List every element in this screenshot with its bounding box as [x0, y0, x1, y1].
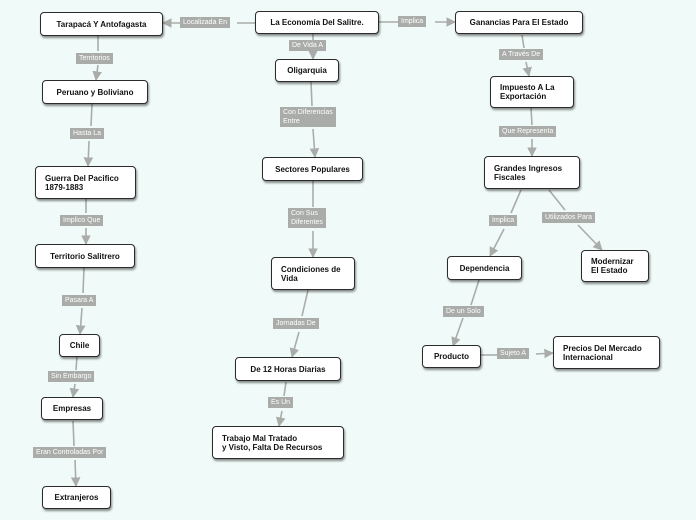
link-label-de-un-solo: De un Solo	[443, 306, 484, 317]
connector-producto-precios-b	[535, 348, 554, 359]
node-la-economia-del-salitre[interactable]: La Economía Del Salitre.	[255, 11, 379, 34]
connector-ingresos-modernizar-b	[577, 224, 603, 251]
node-producto[interactable]: Producto	[422, 345, 481, 368]
connector-territorio-chile-b	[75, 307, 86, 335]
connector-ingresos-modernizar-a	[548, 189, 566, 211]
link-label-es-un: Es Un	[268, 397, 294, 408]
connector-ganancias-impuesto-a	[521, 34, 525, 49]
node-chile[interactable]: Chile	[59, 334, 100, 357]
connector-impuesto-ingresos-a	[530, 107, 533, 126]
connector-empresas-extranjeros-a	[72, 420, 75, 447]
link-label-pasara-a: Pasara A	[62, 295, 97, 306]
connector-dependencia-producto-b	[451, 317, 464, 347]
link-label-a-traves-de: A Través De	[499, 49, 544, 60]
node-trabajo-mal-tratado[interactable]: Trabajo Mal Tratado y Visto, Falta De Re…	[212, 426, 344, 459]
connector-chile-empresas-b	[69, 383, 80, 398]
node-condiciones-de-vida[interactable]: Condiciones de Vida	[271, 257, 355, 290]
connector-ganancias-impuesto-b	[522, 61, 532, 77]
node-peruano-y-boliviano[interactable]: Peruano y Boliviano	[42, 80, 148, 104]
node-extranjeros[interactable]: Extranjeros	[42, 486, 111, 509]
node-de-12-horas-diarias[interactable]: De 12 Horas Diarias	[235, 357, 341, 381]
connector-condiciones-horas-b	[289, 331, 300, 358]
connector-condiciones-horas-a	[301, 289, 309, 317]
node-territorio-salitrero[interactable]: Territorio Salitrero	[35, 244, 135, 268]
node-grandes-ingresos-fiscales[interactable]: Grandes Ingresos Fiscales	[484, 156, 580, 189]
connector-horas-trabajo-a	[283, 381, 287, 397]
node-dependencia[interactable]: Dependencia	[447, 256, 522, 280]
node-ganancias-para-el-estado[interactable]: Ganancias Para El Estado	[455, 11, 583, 34]
link-label-implica: Implica	[398, 16, 427, 27]
connector-ingresos-dependencia-b	[489, 228, 505, 257]
link-label-que-representa: Que Representa	[499, 126, 557, 137]
link-label-localizada-en: Localizada En	[180, 17, 230, 28]
link-label-con-sus-diferentes: Con Sus Diferentes	[288, 208, 326, 228]
node-oligarquia[interactable]: Oligarquia	[275, 59, 339, 82]
node-precios-del-mercado-internacional[interactable]: Precios Del Mercado Internacional	[553, 336, 660, 369]
node-tarapaca-y-antofagasta[interactable]: Tarapacá Y Antofagasta	[40, 12, 163, 36]
link-label-hasta-la: Hasta La	[70, 128, 105, 139]
node-impuesto-a-la-exportacion[interactable]: Impuesto A La Exportación	[490, 76, 574, 108]
link-label-implico-que: Implico Que	[60, 215, 104, 226]
node-modernizar-el-estado[interactable]: Modernizar El Estado	[581, 250, 649, 282]
node-guerra-del-pacifico[interactable]: Guerra Del Pacifico 1879-1883	[35, 166, 136, 199]
link-label-de-vida-a: De Vida A	[289, 40, 327, 51]
link-label-jornadas-de: Jornadas De	[273, 318, 319, 329]
link-label-implica-dependencia: Implica	[489, 215, 518, 226]
node-empresas[interactable]: Empresas	[41, 397, 103, 420]
connector-oligarquia-sectores-b	[309, 128, 320, 158]
link-label-utilizados-para: Utilizados Para	[542, 212, 596, 223]
connector-chile-empresas-a	[75, 355, 78, 371]
connector-horas-trabajo-b	[275, 410, 286, 427]
connector-dependencia-producto-a	[470, 279, 480, 306]
link-label-territorios: Territorios	[76, 53, 113, 64]
link-label-sin-embargo: Sin Embargo	[48, 371, 95, 382]
link-label-sujeto-a: Sujeto A	[497, 348, 530, 359]
connector-tarapaca-peruano-b	[92, 64, 102, 81]
connector-territorio-chile-a	[82, 267, 85, 294]
connector-oligarquia-sectores-a	[310, 80, 313, 107]
connector-peruano-guerra-a	[90, 103, 93, 127]
connector-empresas-extranjeros-b	[70, 459, 81, 487]
connector-peruano-guerra-b	[83, 140, 94, 167]
connector-ingresos-dependencia-a	[510, 189, 522, 214]
link-label-eran-controladas-por: Eran Controladas Por	[33, 447, 107, 458]
link-label-con-diferencias-entre: Con Diferencias Entre	[280, 107, 336, 127]
node-sectores-populares[interactable]: Sectores Populares	[262, 157, 363, 181]
